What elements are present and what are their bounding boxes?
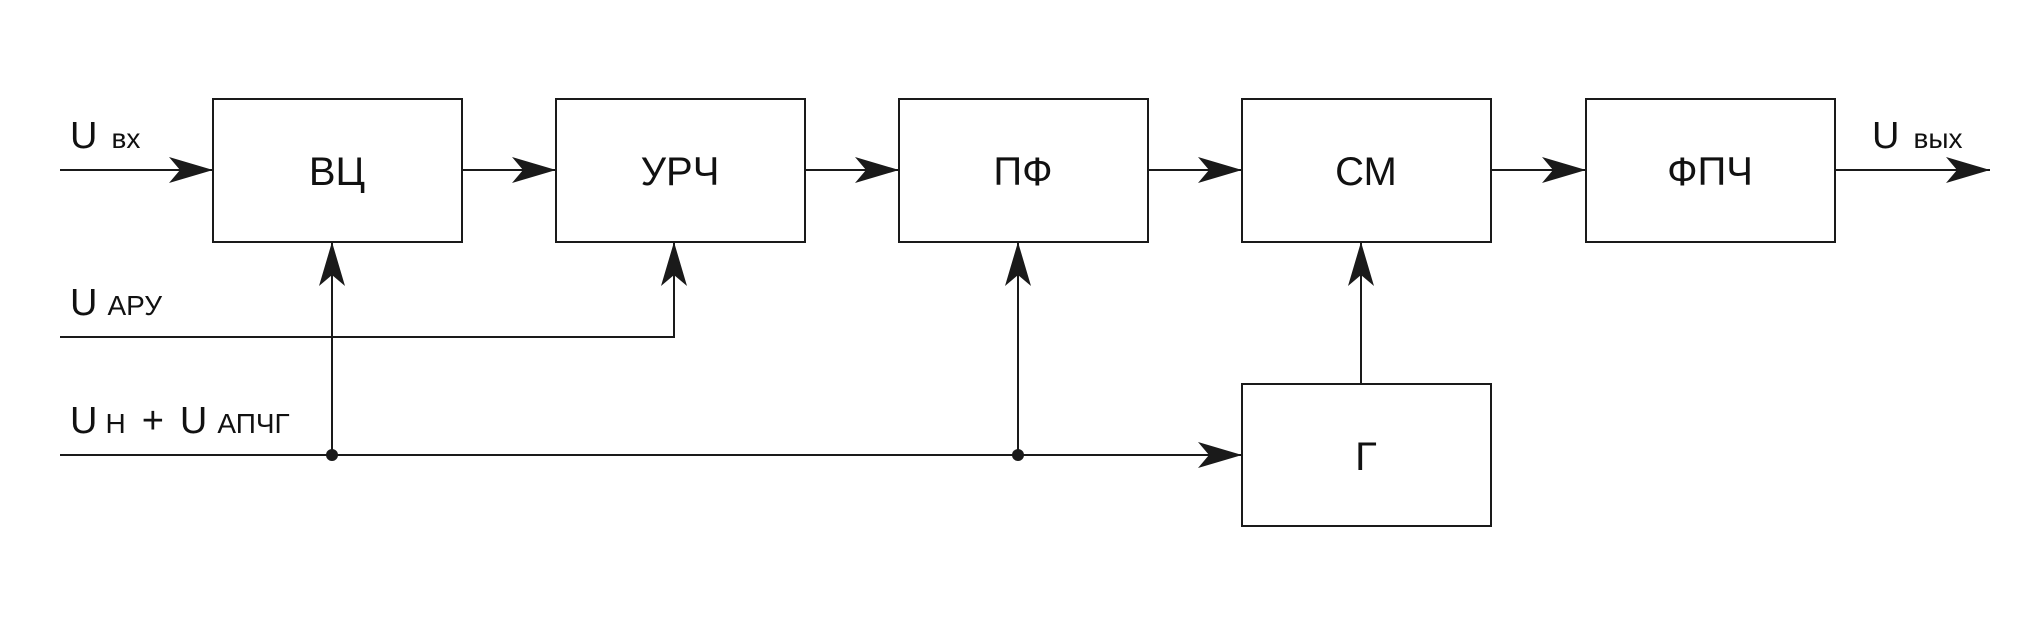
block-g-label: Г — [1355, 435, 1377, 479]
block-sm: СМ — [1241, 98, 1492, 243]
tuning-signal-label: U Н + U АПЧГ — [70, 400, 290, 442]
output-signal-label: U вых — [1872, 115, 1962, 157]
agc-signal-label: U АРУ — [70, 282, 162, 324]
block-sm-label: СМ — [1335, 150, 1397, 194]
block-g: Г — [1241, 383, 1492, 527]
block-vts-label: ВЦ — [309, 150, 365, 194]
input-signal-label: U вх — [70, 115, 140, 157]
block-vts: ВЦ — [212, 98, 463, 243]
block-fpch-label: ФПЧ — [1667, 150, 1753, 194]
block-pf: ПФ — [898, 98, 1149, 243]
block-urch: УРЧ — [555, 98, 806, 243]
block-fpch: ФПЧ — [1585, 98, 1836, 243]
junction-dot — [326, 449, 338, 461]
junction-dot — [1012, 449, 1024, 461]
block-pf-label: ПФ — [993, 150, 1052, 194]
agc-line — [60, 242, 687, 338]
block-urch-label: УРЧ — [641, 150, 720, 194]
